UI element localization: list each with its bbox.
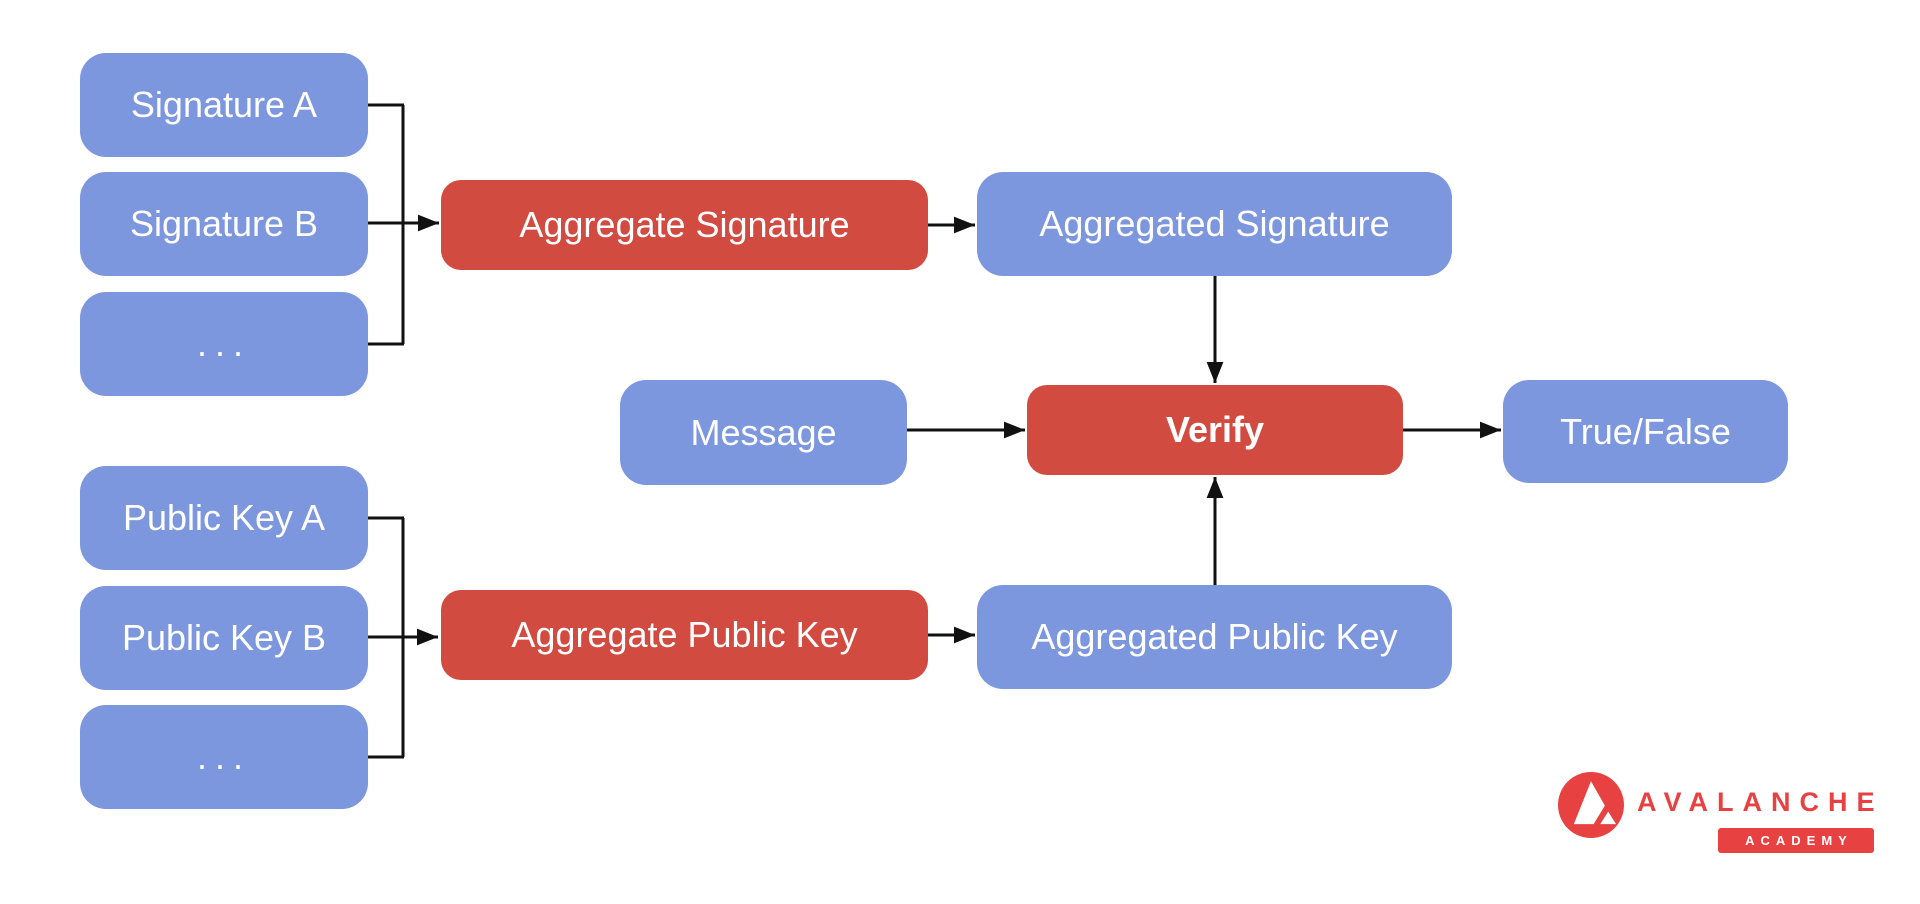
node-aggregated-public-key: Aggregated Public Key (977, 585, 1452, 689)
node-public-key-b: Public Key B (80, 586, 368, 690)
node-label: Aggregate Public Key (511, 614, 858, 655)
academy-badge: ACADEMY (1718, 828, 1874, 853)
avalanche-wordmark: AVALANCHE (1637, 787, 1884, 817)
node-message: Message (620, 380, 907, 485)
node-label: ... (196, 736, 251, 777)
node-signature-a: Signature A (80, 53, 368, 157)
node-label: Public Key B (121, 617, 327, 658)
node-signature-ellipsis: ... (80, 292, 368, 396)
node-aggregate-public-key: Aggregate Public Key (441, 590, 928, 680)
academy-badge-label: ACADEMY (1745, 833, 1853, 848)
node-aggregated-signature: Aggregated Signature (977, 172, 1452, 276)
node-label: ... (196, 323, 251, 364)
avalanche-logo-icon (1558, 772, 1624, 838)
node-label: Signature B (129, 203, 319, 244)
node-public-key-a: Public Key A (80, 466, 368, 570)
node-signature-b: Signature B (80, 172, 368, 276)
node-label: Aggregated Public Key (1031, 616, 1398, 657)
node-public-key-ellipsis: ... (80, 705, 368, 809)
node-label: True/False (1560, 410, 1731, 452)
node-label: Signature A (130, 84, 318, 125)
node-label: Verify (1165, 409, 1265, 450)
node-label: Aggregate Signature (519, 204, 850, 245)
node-verify: Verify (1027, 385, 1403, 475)
node-label: Message (690, 411, 837, 453)
node-true-false: True/False (1503, 380, 1788, 483)
node-label: Public Key A (122, 497, 326, 538)
node-aggregate-signature: Aggregate Signature (441, 180, 928, 270)
node-label: Aggregated Signature (1039, 203, 1390, 244)
